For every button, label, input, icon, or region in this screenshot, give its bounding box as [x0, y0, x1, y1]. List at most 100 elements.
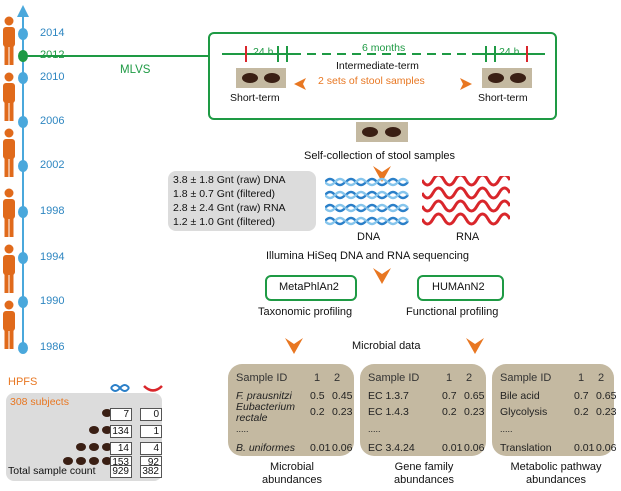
stool-dot	[102, 426, 112, 434]
abundance-card: Sample ID 1 2 EC 1.3.7 0.7 0.65 EC 1.4.3 0.2 0.2…	[360, 364, 486, 456]
table-cell: 0.23	[332, 406, 353, 418]
timeline-year: 2012	[40, 49, 65, 61]
timeline-year: 1998	[40, 205, 65, 217]
timeline-dot	[18, 342, 28, 354]
timeline-dot	[18, 50, 28, 62]
timeline-dot	[18, 72, 28, 84]
functional-profiling-label: Functional profiling	[406, 306, 499, 318]
table-cell: .....	[236, 424, 249, 434]
dna-count-cell: 14	[110, 442, 132, 455]
table-cell: 0.2	[310, 406, 325, 418]
person-icon	[3, 244, 15, 293]
table-cell: EC 1.3.7	[368, 390, 409, 402]
table-cell: Glycolysis	[500, 406, 548, 418]
timeline-arrowhead	[17, 5, 29, 17]
table-cell: 0.45	[332, 390, 353, 402]
person-icon	[3, 72, 15, 121]
table-cell: 0.2	[442, 406, 457, 418]
table-header-cell: 2	[466, 372, 473, 384]
humann-box: HUMAnN2	[417, 275, 504, 301]
timeline-year: 2002	[40, 159, 65, 171]
stool-dot	[89, 457, 99, 465]
dna-mini-icon	[110, 384, 130, 392]
table-header-cell: Sample ID	[500, 372, 552, 384]
table-cell: 0.23	[464, 406, 485, 418]
metaphlan-label: MetaPhlAn2	[279, 281, 339, 293]
table-cell: 0.23	[596, 406, 617, 418]
table-cell: EC 1.4.3	[368, 406, 409, 418]
person-icon	[3, 16, 15, 65]
table-cell: 0.2	[574, 406, 589, 418]
arrow-down-4	[466, 338, 484, 354]
table-cell: 0.06	[464, 442, 485, 454]
stool-sets-label: 2 sets of stool samples	[318, 75, 425, 87]
table-cell: 0.5	[310, 390, 325, 402]
arrow-down-2	[373, 268, 391, 284]
table-header-cell: 1	[446, 372, 453, 384]
dna-count-cell: 134	[110, 425, 132, 438]
table-caption: Microbial abundances	[262, 461, 322, 486]
stat-line-3: 2.8 ± 2.4 Gnt (raw) RNA	[173, 202, 286, 214]
timeline-dot	[18, 116, 28, 128]
table-cell: 0.01	[310, 442, 331, 454]
table-cell: F. prausnitzi	[236, 390, 292, 402]
sequencing-platform-label: Illumina HiSeq DNA and RNA sequencing	[266, 250, 470, 262]
dna-label: DNA	[357, 231, 381, 243]
short-term-right: Short-term	[478, 92, 528, 104]
cohort-subjects: 308 subjects	[10, 396, 69, 408]
rna-strand-icon	[422, 176, 510, 226]
table-header-cell: 1	[314, 372, 321, 384]
rna-mini-icon	[143, 385, 163, 392]
timeline-year: 1986	[40, 341, 65, 353]
stool-dot	[89, 426, 99, 434]
short-term-left: Short-term	[230, 92, 280, 104]
table-cell: 0.7	[442, 390, 457, 402]
table-cell: 0.7	[574, 390, 589, 402]
timeline-year: 2010	[40, 71, 65, 83]
self-collection-label: Self-collection of stool samples	[304, 150, 456, 162]
sequencing-stats-box: 3.8 ± 1.8 Gnt (raw) DNA 1.8 ± 0.7 Gnt (f…	[168, 171, 316, 231]
table-header-cell: 1	[578, 372, 585, 384]
short-duration-right: 24 h	[499, 46, 520, 58]
taxonomic-profiling-label: Taxonomic profiling	[258, 306, 353, 318]
timeline-year: 1994	[40, 251, 65, 263]
table-cell: B. uniformes	[236, 442, 295, 454]
timeline-dot	[18, 28, 28, 40]
stool-dot	[76, 457, 86, 465]
rna-count-cell: 1	[140, 425, 162, 438]
microbial-data-label: Microbial data	[352, 340, 421, 352]
table-cell: Translation	[500, 442, 552, 454]
dna-count-cell: 7	[110, 408, 132, 421]
table-cell: .....	[368, 424, 381, 434]
person-icon	[3, 128, 15, 177]
stool-dot	[89, 443, 99, 451]
table-header-cell: Sample ID	[368, 372, 420, 384]
stool-tray	[356, 122, 408, 142]
stat-line-2: 1.8 ± 0.7 Gnt (filtered)	[173, 188, 276, 200]
dna-total-cell: 929	[110, 465, 132, 478]
mlvs-label: MLVS	[120, 64, 151, 76]
total-sample-label: Total sample count	[8, 465, 96, 477]
person-icon	[3, 188, 15, 237]
timeline-dot	[18, 296, 28, 308]
rna-count-cell: 4	[140, 442, 162, 455]
timeline-dot	[18, 160, 28, 172]
rna-count-cell: 0	[140, 408, 162, 421]
person-icon	[3, 300, 15, 349]
metaphlan-box: MetaPhlAn2	[265, 275, 357, 301]
stool-dot	[63, 457, 73, 465]
table-header-cell: 2	[334, 372, 341, 384]
table-cell: 0.65	[464, 390, 485, 402]
table-cell: 0.01	[442, 442, 463, 454]
table-cell: .....	[500, 424, 513, 434]
table-cell: EC 3.4.24	[368, 442, 415, 454]
table-caption: Gene family abundances	[394, 461, 454, 486]
timeline-year: 2006	[40, 115, 65, 127]
arrow-down-1	[373, 166, 391, 182]
arrow-down-3	[285, 338, 303, 354]
table-cell: Bile acid	[500, 390, 540, 402]
table-caption: Metabolic pathway abundances	[510, 461, 602, 486]
stool-dot	[102, 457, 112, 465]
